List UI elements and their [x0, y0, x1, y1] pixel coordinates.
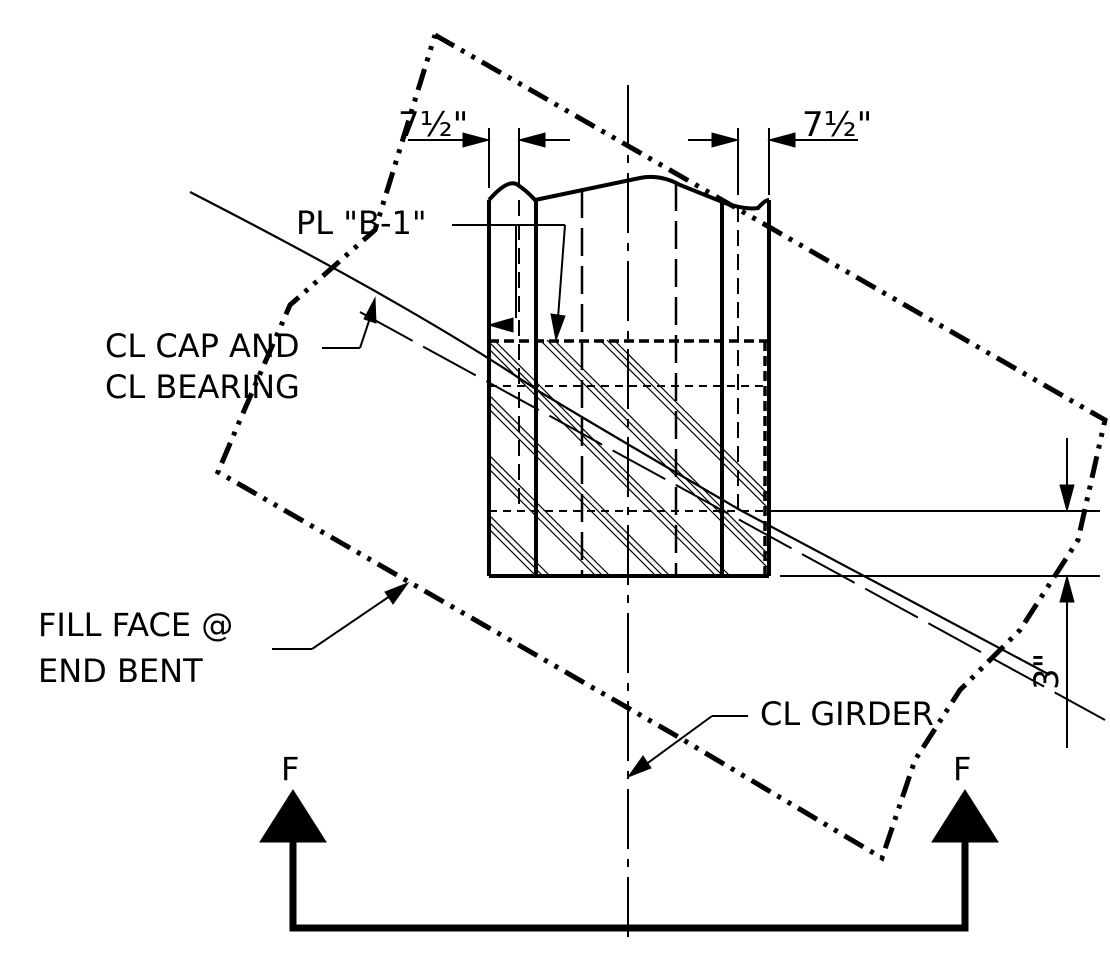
dimension-right [688, 128, 858, 195]
cap-callout-line2: CL BEARING [105, 368, 300, 406]
girder-leader [626, 715, 748, 779]
section-label-right: F [953, 750, 971, 788]
fill-face-line [189, 191, 1051, 676]
dimension-right-label: 7½" [802, 105, 872, 145]
cap-outline [214, 32, 1108, 862]
fill-callout-line1: FILL FACE @ [38, 606, 233, 644]
dimension-left-label: 7½" [398, 105, 468, 145]
fill-leader [272, 581, 410, 650]
girder-callout: CL GIRDER [760, 695, 934, 733]
section-arrow-right-icon [931, 789, 999, 843]
fill-callout-line2: END BENT [38, 652, 203, 690]
plate-callout: PL "B-1" [296, 204, 427, 242]
bearing-pad-hatching [490, 340, 768, 576]
dimension-left [408, 128, 570, 188]
dimension-vertical-label: 3" [1027, 653, 1067, 690]
girder-top-break-line [487, 174, 770, 211]
section-label-left: F [281, 750, 299, 788]
plate-leader [452, 224, 566, 342]
cap-callout-line1: CL CAP AND [105, 327, 300, 365]
cap-centerline [359, 311, 1106, 721]
section-cut [259, 789, 999, 932]
section-arrow-left-icon [259, 789, 327, 843]
dimension-vertical [769, 438, 1100, 748]
cap-leader [322, 296, 377, 349]
